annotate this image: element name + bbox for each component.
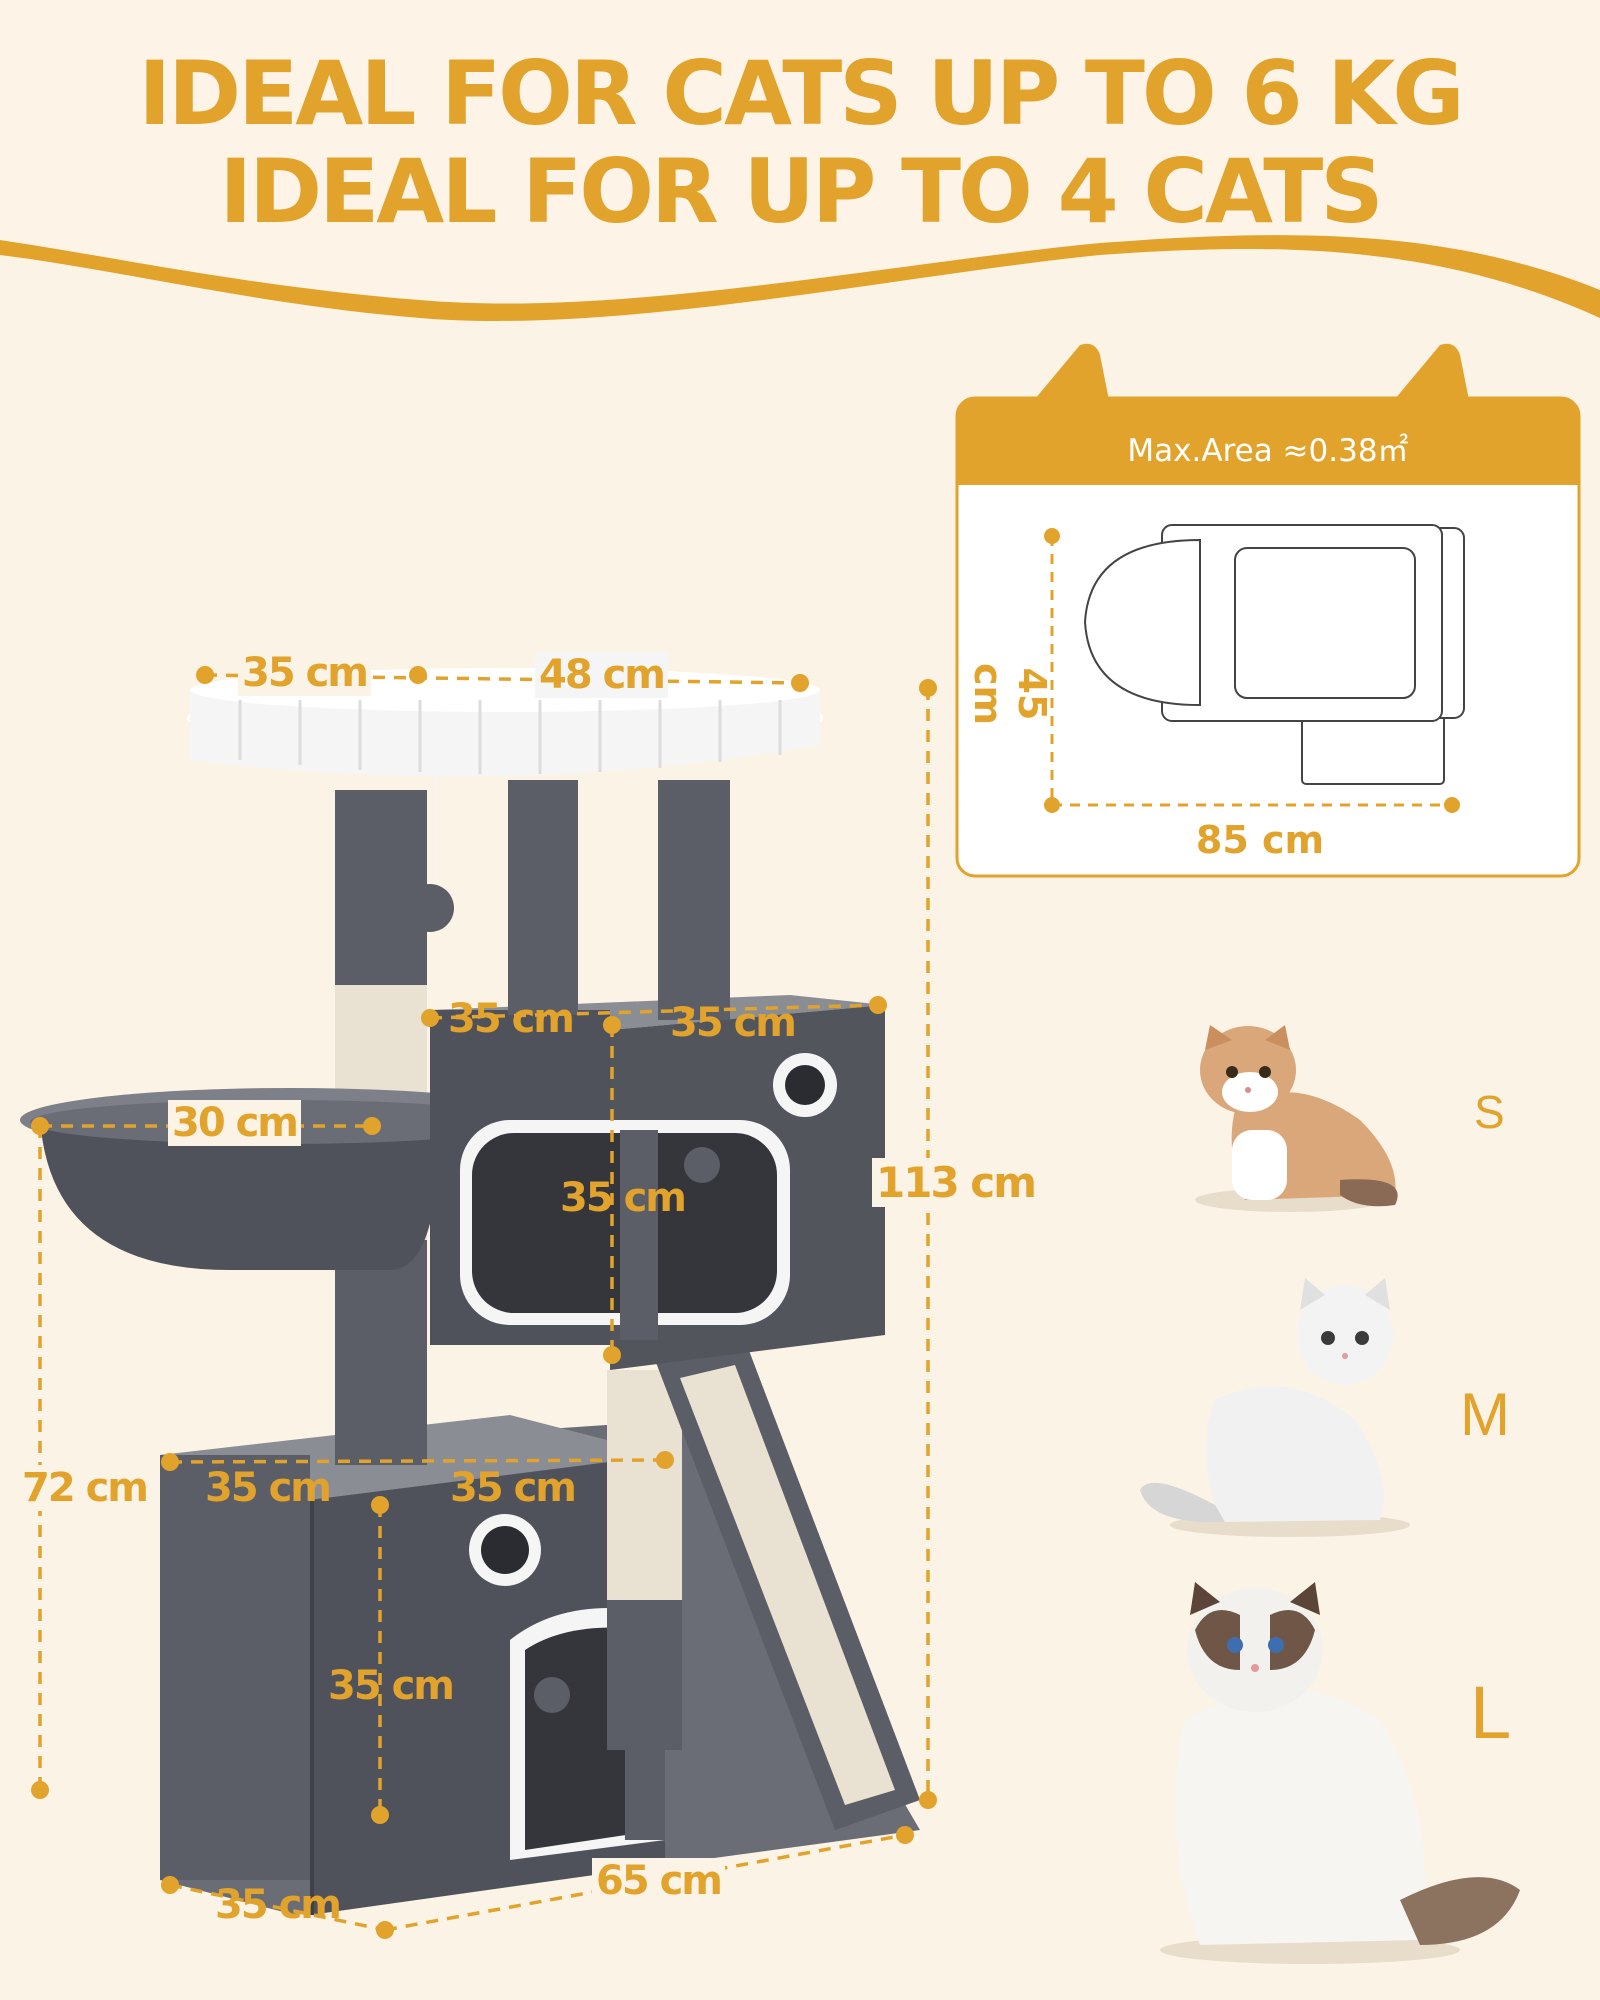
area-width-label: 85 cm: [1195, 818, 1325, 862]
dim-upper-condo-width: 35 cm: [670, 1000, 797, 1046]
pom-pom-toy-icon: [406, 884, 454, 932]
header-wave: [0, 0, 1600, 321]
dim-lower-condo-depth: 35 cm: [205, 1465, 332, 1511]
dim-lower-condo-width: 35 cm: [450, 1465, 577, 1511]
large-cat-icon: [1160, 1582, 1520, 1964]
dim-lower-condo-height: 35 cm: [328, 1663, 455, 1709]
small-cat-icon: [1195, 1025, 1398, 1212]
dim-basket-width: 30 cm: [168, 1100, 301, 1146]
size-label-large: L: [1470, 1671, 1512, 1754]
dim-base-depth: 35 cm: [215, 1882, 342, 1928]
size-label-medium: M: [1460, 1381, 1510, 1448]
dim-total-height: 113 cm: [872, 1158, 1039, 1207]
dim-top-perch-depth: 35 cm: [238, 650, 371, 696]
dim-basket-height: 72 cm: [18, 1465, 151, 1511]
headline-weight: IDEAL FOR CATS UP TO 6 KG: [138, 42, 1464, 145]
size-label-small: S: [1474, 1086, 1505, 1138]
dim-base-width: 65 cm: [592, 1858, 725, 1904]
dim-upper-condo-height: 35 cm: [560, 1175, 687, 1221]
headline-capacity: IDEAL FOR UP TO 4 CATS: [219, 140, 1383, 243]
dim-top-perch-width: 48 cm: [535, 652, 668, 698]
max-area-title: Max.Area ≈0.38㎡: [1127, 433, 1409, 469]
medium-cat-icon: [1140, 1278, 1410, 1537]
dim-upper-condo-depth: 35 cm: [448, 996, 575, 1042]
